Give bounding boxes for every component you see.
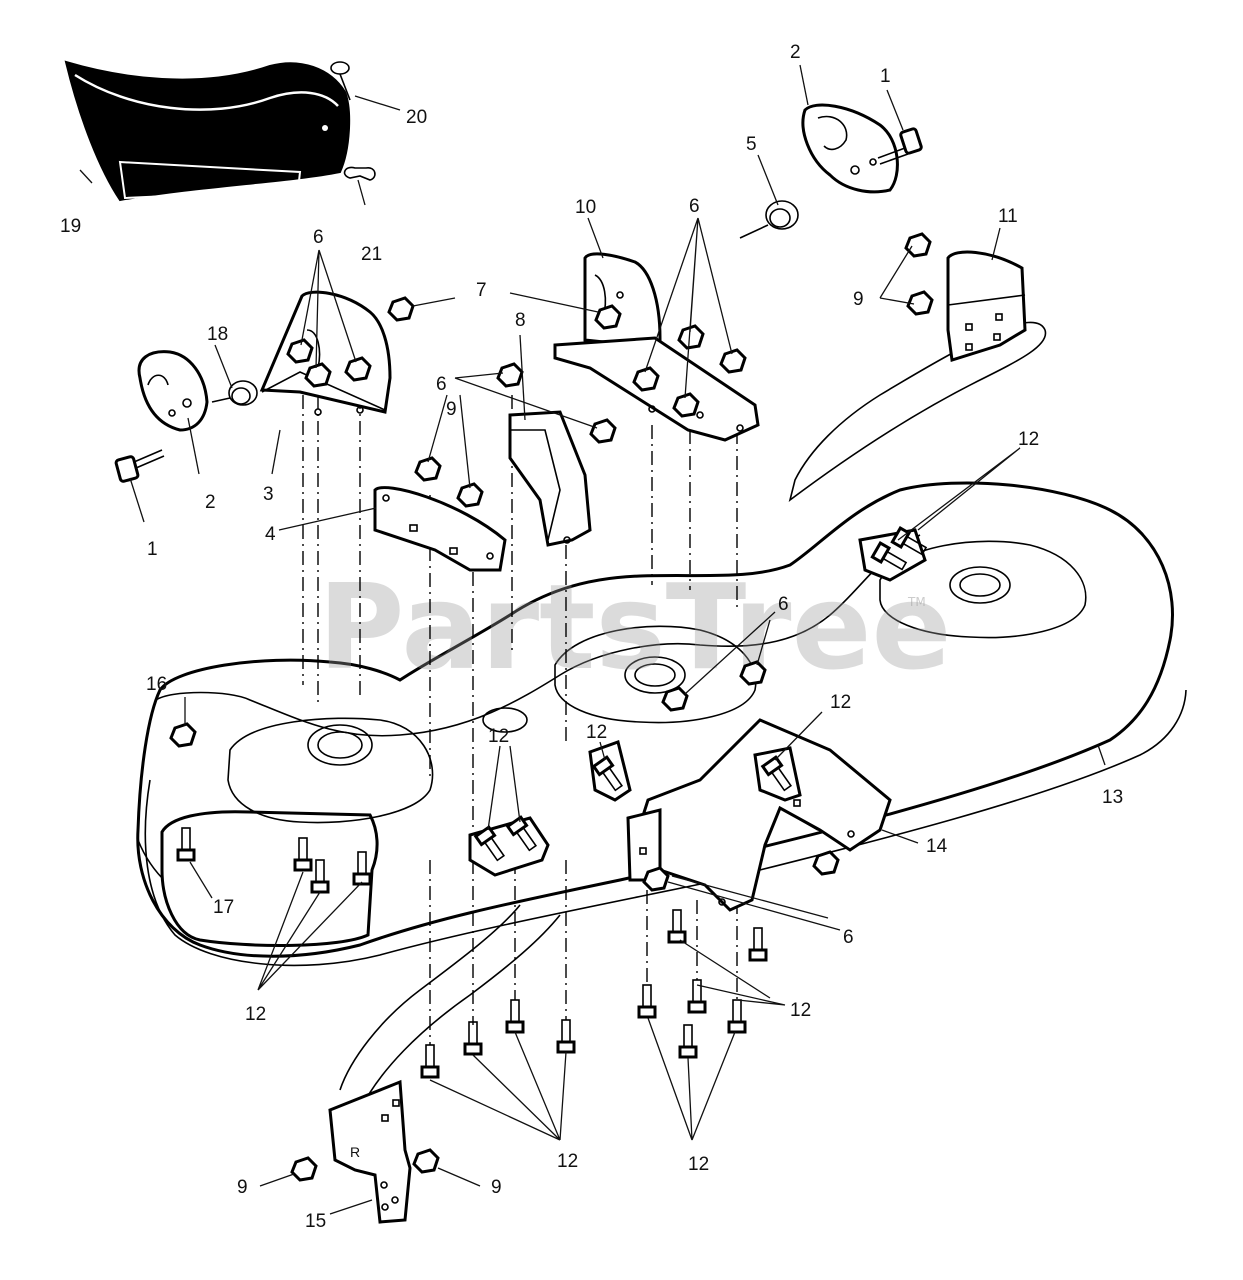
callout-9-right: 9 [853, 289, 864, 310]
callout-7: 7 [476, 280, 487, 301]
callout-1-left: 1 [147, 539, 158, 560]
callout-12-left: 12 [245, 1004, 266, 1025]
callout-12-right-lower: 12 [790, 1000, 811, 1021]
rear-hanger-bracket-right: R [328, 1079, 412, 1224]
bracket-side-mark: R [350, 1144, 360, 1160]
baffle-bracket [373, 486, 507, 572]
callout-5: 5 [746, 134, 757, 155]
callout-14: 14 [926, 836, 948, 857]
callout-6-deck: 6 [778, 594, 789, 615]
callout-12-right: 12 [830, 692, 851, 713]
idler-bracket-left [137, 350, 209, 432]
watermark-text: PartsTree [318, 558, 952, 696]
callout-21: 21 [361, 244, 382, 265]
idler-pivot-bracket [553, 252, 760, 442]
callout-12-center: 12 [488, 726, 509, 747]
mower-deck-housing [136, 321, 1187, 1111]
callout-9-bottom-right: 9 [491, 1177, 502, 1198]
callout-12-top-right: 12 [1018, 429, 1039, 450]
chute-support-bracket [508, 410, 592, 547]
callout-labels: 1 1 2 2 3 4 5 6 6 6 6 6 7 8 9 9 9 9 10 1… [60, 42, 1123, 1232]
callout-20: 20 [406, 107, 427, 128]
callout-17: 17 [213, 897, 234, 918]
callout-12-mid: 12 [586, 722, 607, 743]
idler-bracket-left-mount [259, 290, 392, 416]
callout-19: 19 [60, 216, 81, 237]
callout-9-center-visible: 9 [446, 399, 457, 420]
callout-9-bottom-left: 9 [237, 1177, 248, 1198]
assembly-lines [302, 395, 738, 1045]
hex-bolt [877, 127, 923, 165]
front-hanger-bracket [626, 718, 892, 912]
callout-12-bottom-right: 12 [688, 1154, 709, 1175]
callout-16: 16 [146, 674, 167, 695]
callout-6-left: 6 [313, 227, 324, 248]
callout-11: 11 [998, 206, 1018, 227]
hex-bolts [176, 526, 928, 1079]
callout-6-center: 6 [436, 374, 447, 395]
callout-8: 8 [515, 310, 526, 331]
callout-2-top: 2 [790, 42, 801, 63]
hex-bolt-left [114, 449, 165, 483]
callout-2-left: 2 [205, 492, 216, 513]
idler-bracket-right [801, 103, 899, 194]
callout-10: 10 [575, 197, 596, 218]
callout-18: 18 [207, 324, 228, 345]
hex-nuts [169, 232, 934, 1182]
callout-4: 4 [265, 524, 276, 545]
leader-lines [79, 64, 1106, 1215]
callout-13: 13 [1102, 787, 1123, 808]
spring [739, 200, 799, 239]
watermark-trademark: TM [907, 595, 926, 609]
spring-left [211, 380, 258, 406]
belt-guide-bracket [946, 250, 1027, 362]
wing-nut [343, 166, 376, 181]
callout-1-top: 1 [880, 66, 891, 87]
callout-15: 15 [305, 1211, 326, 1232]
callout-12-bottom-center: 12 [557, 1151, 578, 1172]
callout-6-top: 6 [689, 196, 700, 217]
deck-baffle [64, 60, 351, 202]
carriage-bolt [330, 61, 351, 101]
callout-3: 3 [263, 484, 274, 505]
callout-6-front: 6 [843, 927, 854, 948]
